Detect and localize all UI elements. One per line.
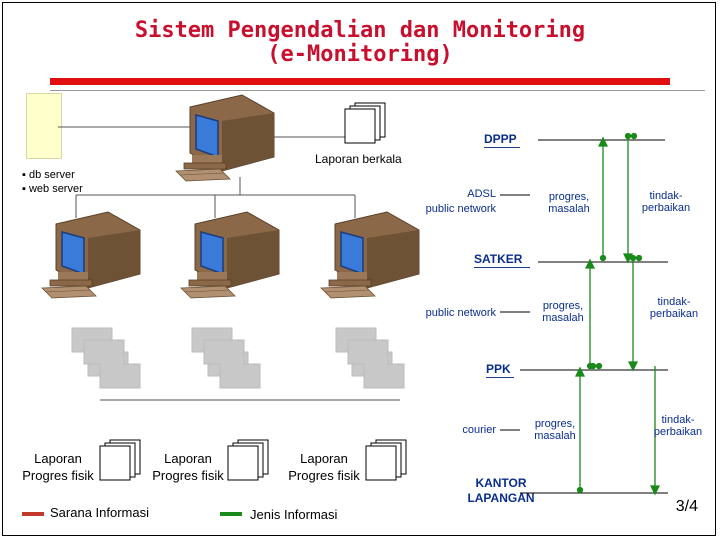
gray-block-2b <box>203 339 261 389</box>
tindak-3: tindak- <box>661 414 695 426</box>
level-satker: SATKER <box>474 252 523 266</box>
web-server-label: ▪ web server <box>22 183 83 195</box>
progres-masalah-1: progres, masalah <box>530 191 608 215</box>
level-ppk-underline <box>486 377 514 378</box>
document-stack-berkala <box>344 102 386 144</box>
document-stack-progres-1 <box>99 439 141 481</box>
laporan-progres-3: Laporan Progres fisik <box>276 450 372 484</box>
computer-satker-2 <box>180 211 280 299</box>
title-line1: Sistem Pengendalian dan Monitoring <box>134 18 586 43</box>
progres-1: progres, <box>548 191 590 203</box>
tindak-perbaikan-2: tindak- perbaikan <box>636 296 712 320</box>
perbaikan-2: perbaikan <box>649 308 699 320</box>
laporan-progres-1-line2: Progres fisik <box>22 468 94 483</box>
tindak-2: tindak- <box>657 296 691 308</box>
gray-block-1b <box>83 339 141 389</box>
level-satker-underline <box>474 267 530 268</box>
server-highlight-box <box>26 93 62 159</box>
progres-masalah-2: progres, masalah <box>524 300 602 324</box>
perbaikan-1: perbaikan <box>641 202 691 214</box>
laporan-progres-2-line1: Laporan <box>164 451 212 466</box>
laporan-progres-1: Laporan Progres fisik <box>10 450 106 484</box>
masalah-3: masalah <box>534 430 576 442</box>
masalah-1: masalah <box>548 203 590 215</box>
document-stack-progres-3 <box>365 439 407 481</box>
adsl-label: ADSL <box>467 188 496 200</box>
public-network-2-label: public network <box>425 307 496 319</box>
title-line2: (e-Monitoring) <box>267 42 453 67</box>
public-network-1-label: public network <box>425 203 496 215</box>
courier-label: courier <box>462 424 496 436</box>
legend-swatch-jenis <box>220 512 242 516</box>
level-ppk: PPK <box>486 362 511 376</box>
laporan-progres-1-line1: Laporan <box>34 451 82 466</box>
laporan-progres-2: Laporan Progres fisik <box>140 450 236 484</box>
legend-label-jenis: Jenis Informasi <box>250 507 338 522</box>
gray-block-3b <box>347 339 405 389</box>
tindak-perbaikan-1: tindak- perbaikan <box>628 190 704 214</box>
tindak-1: tindak- <box>649 190 683 202</box>
laporan-berkala-label: Laporan berkala <box>315 152 402 166</box>
computer-dppp <box>175 94 275 182</box>
level-dppp: DPPP <box>484 132 517 146</box>
kantor-line2: LAPANGAN <box>467 491 535 505</box>
level-kantor-lapangan: KANTOR LAPANGAN <box>456 476 546 506</box>
tindak-perbaikan-3: tindak- perbaikan <box>640 414 716 438</box>
db-server-label: ▪ db server <box>22 169 75 181</box>
progres-masalah-3: progres, masalah <box>516 418 594 442</box>
laporan-progres-3-line2: Progres fisik <box>288 468 360 483</box>
legend-swatch-sarana <box>22 512 44 516</box>
title-underline-gray <box>50 90 705 91</box>
legend-label-sarana: Sarana Informasi <box>50 505 149 520</box>
page-number: 3/4 <box>675 498 698 515</box>
computer-satker-3 <box>320 211 420 299</box>
progres-3: progres, <box>534 418 576 430</box>
masalah-2: masalah <box>542 312 584 324</box>
level-dppp-underline <box>484 147 520 148</box>
laporan-progres-2-line2: Progres fisik <box>152 468 224 483</box>
computer-satker-1 <box>41 211 141 299</box>
perbaikan-3: perbaikan <box>653 426 703 438</box>
laporan-progres-3-line1: Laporan <box>300 451 348 466</box>
progres-2: progres, <box>542 300 584 312</box>
title-underline-red <box>50 78 670 85</box>
kantor-line1: KANTOR <box>475 476 527 490</box>
